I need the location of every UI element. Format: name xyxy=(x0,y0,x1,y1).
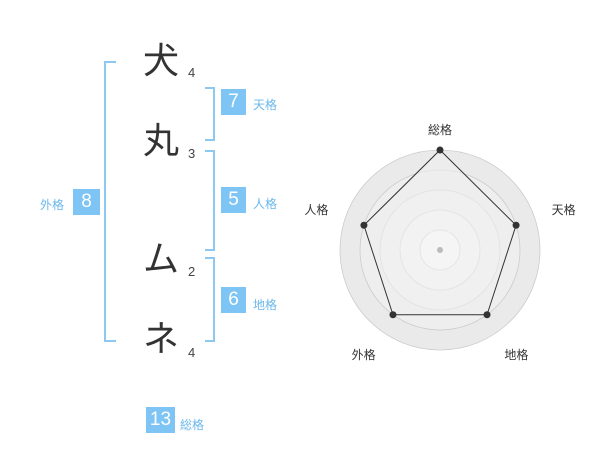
radar-point xyxy=(360,221,368,229)
chikaku-bracket xyxy=(205,257,215,342)
name-char-3: ム xyxy=(142,239,179,280)
gaikaku-value: 8 xyxy=(73,189,100,215)
jinkaku-bracket xyxy=(205,150,215,251)
stroke-count-1: 4 xyxy=(188,65,196,80)
name-char-2: 丸 xyxy=(142,121,179,162)
chikaku-label: 地格 xyxy=(253,298,278,312)
jinkaku-value: 5 xyxy=(221,187,246,213)
radar-point xyxy=(512,221,520,229)
stroke-count-4: 4 xyxy=(188,345,196,360)
tenkaku-value: 7 xyxy=(221,89,246,115)
stroke-count-3: 2 xyxy=(188,264,196,279)
name-char-4: ネ xyxy=(142,319,179,360)
radar-axis-label: 天格 xyxy=(552,202,576,217)
tenkaku-bracket xyxy=(205,87,215,141)
radar-axis-label: 総格 xyxy=(428,122,452,137)
radar-point xyxy=(389,311,397,319)
jinkaku-label: 人格 xyxy=(253,197,278,211)
radar-point xyxy=(483,311,491,319)
soukaku-value: 13 xyxy=(146,407,175,433)
radar-axis-label: 人格 xyxy=(304,202,328,217)
radar-axis-label: 外格 xyxy=(352,347,376,362)
stroke-count-2: 3 xyxy=(188,146,196,161)
radar-axis-label: 地格 xyxy=(504,347,528,362)
radar-area xyxy=(363,149,517,316)
name-char-1: 犬 xyxy=(142,41,179,82)
chikaku-value: 6 xyxy=(221,287,246,313)
gaikaku-label: 外格 xyxy=(40,198,65,212)
gaikaku-bracket xyxy=(104,61,116,342)
tenkaku-label: 天格 xyxy=(253,98,278,112)
radar-center-dot xyxy=(437,247,443,253)
radar-point xyxy=(436,146,444,154)
soukaku-label: 総格 xyxy=(180,418,205,432)
